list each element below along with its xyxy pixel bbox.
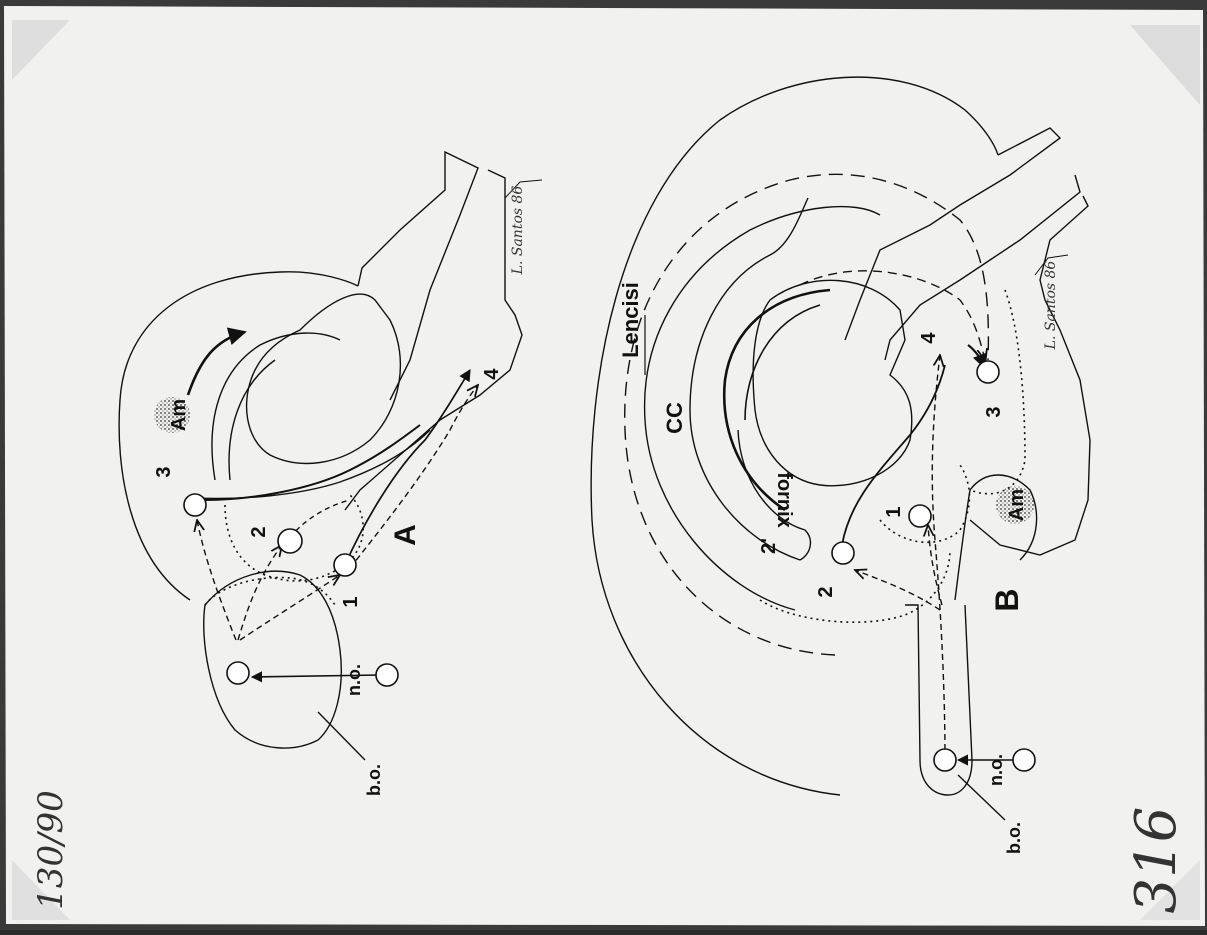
panel-b-letter: B — [989, 588, 1025, 611]
panel-a-label-bo: b.o. — [364, 764, 384, 796]
panel-a-node-bo — [227, 662, 249, 684]
panel-b-node-2 — [832, 542, 854, 564]
panel-a-label-3: 3 — [153, 466, 175, 477]
panel-a-label-no: n.o. — [344, 664, 364, 696]
panel-b-label-3: 3 — [983, 406, 1005, 417]
page-number: 316 — [1124, 807, 1189, 914]
panel-b-label-am: Am — [1006, 489, 1028, 521]
panel-b-node-3 — [977, 361, 999, 383]
catalog-number: 130/90 — [31, 790, 71, 910]
panel-a-signature: L. Santos 86 — [510, 186, 526, 276]
panel-a-letter: A — [389, 524, 422, 546]
panel-b-signature: L. Santos 86 — [1043, 261, 1059, 351]
panel-b-label-2p: 2' — [758, 538, 780, 554]
panel-a-node-no — [376, 664, 398, 686]
panel-b-label-no: n.o. — [986, 754, 1006, 786]
panel-a-node-3 — [184, 494, 206, 516]
panel-a-label-4: 4 — [481, 368, 503, 380]
panel-b-node-no — [1013, 749, 1035, 771]
panel-a-node-1 — [334, 554, 356, 576]
panel-b-label-bo: b.o. — [1004, 822, 1024, 854]
panel-b-node-1 — [909, 505, 931, 527]
panel-a-node-2 — [278, 529, 302, 553]
panel-b-label-cc: CC — [662, 402, 687, 434]
panel-a-label-am: Am — [168, 399, 190, 431]
panel-b-label-lencisi: Lencisi — [618, 282, 643, 358]
panel-a-label-1: 1 — [340, 596, 362, 607]
panel-a-label-2: 2 — [248, 526, 270, 537]
panel-b-label-2: 2 — [815, 586, 837, 597]
panel-b-label-fornix: fornix — [773, 472, 795, 528]
panel-b-node-bo — [934, 749, 956, 771]
panel-b-label-4: 4 — [918, 332, 940, 344]
panel-b-label-1: 1 — [883, 506, 905, 517]
